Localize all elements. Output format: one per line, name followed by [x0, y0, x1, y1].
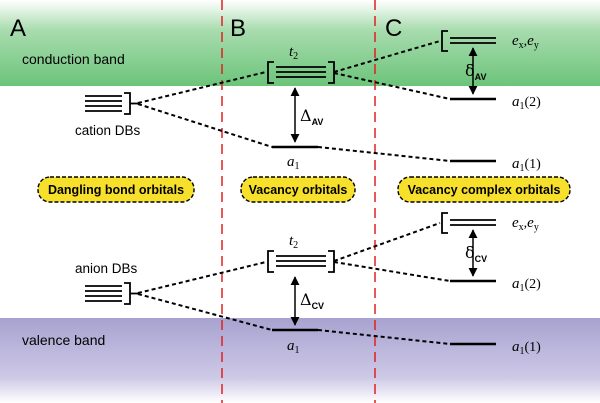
delta-cv-label: ΔCV	[300, 290, 324, 311]
anion-db-stack	[85, 282, 138, 305]
a1-1-lower-label: a1(1)	[512, 339, 541, 357]
a1-2-upper-label: a1(2)	[512, 94, 541, 112]
conduction-band-label: conduction band	[22, 51, 125, 67]
delta-small-av-label: δAV	[465, 61, 486, 82]
badge-complex-text: Vacancy complex orbitals	[408, 183, 561, 197]
e-upper-level	[441, 30, 496, 52]
conduction-band	[0, 0, 600, 86]
anion-db-label: anion DBs	[75, 261, 138, 276]
connectors-b-c	[317, 40, 451, 345]
e-lower-label: ex,ey	[512, 215, 539, 233]
cation-db-label: cation DBs	[75, 123, 141, 138]
badge-complex: Vacancy complex orbitals	[397, 176, 571, 203]
t2-upper-label: t2	[289, 44, 298, 62]
t2-lower-label: t2	[289, 233, 298, 251]
a1-1-upper-label: a1(1)	[512, 156, 541, 174]
panel-letter-b: B	[230, 15, 246, 42]
a1-2-lower-label: a1(2)	[512, 276, 541, 294]
e-upper-label: ex,ey	[512, 33, 539, 51]
valence-band-label: valence band	[22, 332, 105, 348]
a1-upper-label-b: a1	[287, 154, 300, 172]
t2-upper-level	[267, 61, 335, 84]
badge-vacancy-text: Vacancy orbitals	[249, 183, 348, 197]
delta-small-cv-label: δCV	[465, 243, 487, 264]
cation-db-stack	[85, 92, 138, 115]
e-lower-level	[441, 212, 496, 234]
delta-av-label: ΔAV	[300, 106, 323, 127]
panel-letter-a: A	[10, 15, 26, 42]
connectors-a-b	[137, 71, 273, 331]
badge-vacancy: Vacancy orbitals	[240, 176, 356, 203]
badge-dangling-text: Dangling bond orbitals	[48, 183, 184, 197]
t2-lower-level	[267, 250, 335, 273]
valence-band	[0, 318, 600, 403]
badge-dangling: Dangling bond orbitals	[37, 176, 195, 203]
a1-lower-label-b: a1	[287, 338, 300, 356]
panel-letter-c: C	[385, 15, 402, 42]
